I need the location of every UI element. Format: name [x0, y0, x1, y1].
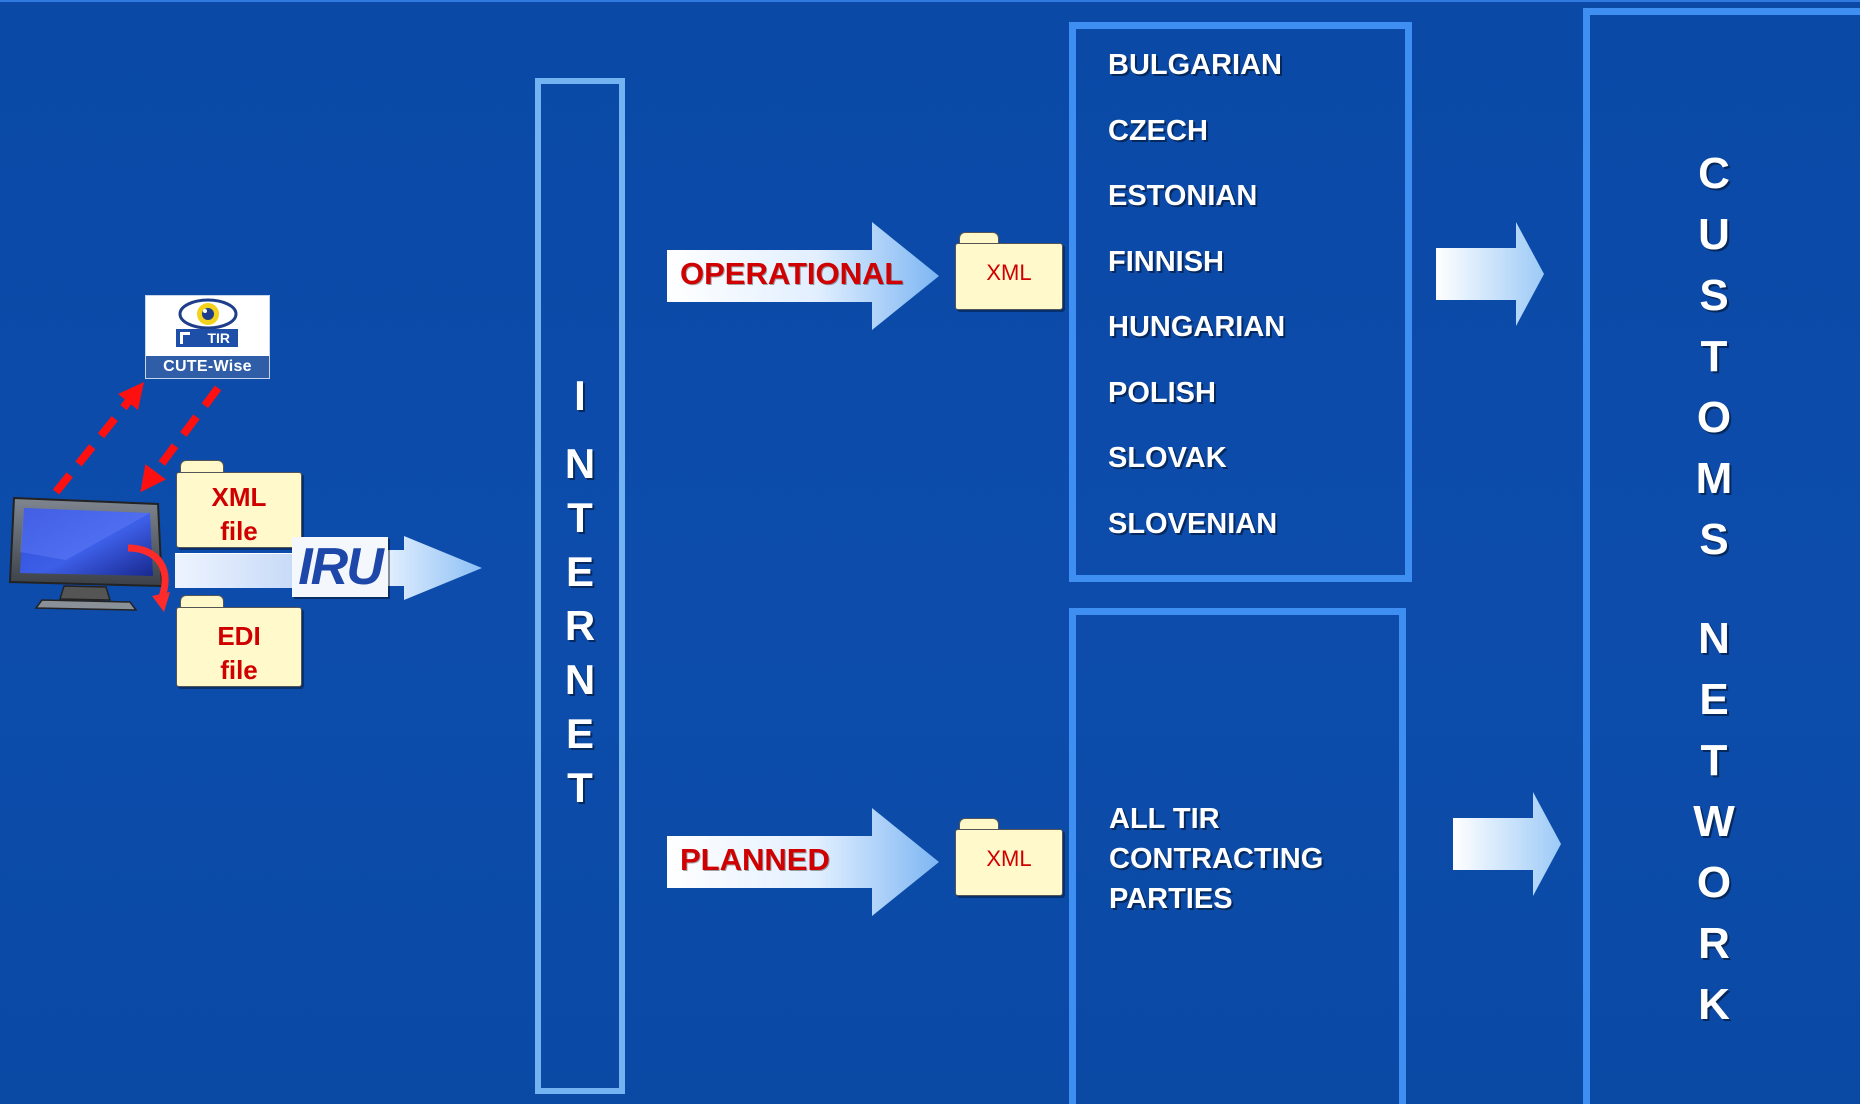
country-item: CZECH [1108, 114, 1208, 147]
planned-xml-folder: XML [955, 818, 1063, 896]
country-item: BULGARIAN [1108, 49, 1282, 81]
country-item: SLOVENIAN [1108, 507, 1278, 540]
country-item: ESTONIAN [1108, 180, 1258, 212]
customs-network-box: C U S T O M S N E T W O R K [1583, 8, 1860, 1104]
xml-file-folder: XML file [176, 460, 302, 548]
computer-monitor-icon [8, 496, 170, 612]
country-item: FINNISH [1108, 245, 1224, 278]
tir-label: TIR [207, 330, 230, 346]
tir-badge: TIR [176, 329, 238, 347]
edi-file-label: EDI file [217, 621, 261, 685]
country-item: HUNGARIAN [1108, 311, 1286, 343]
eye-icon [178, 298, 238, 330]
internet-column: I N T E R N E T [535, 78, 625, 1094]
customs-network-label: C U S T O M S N E T W O R K [1562, 143, 1860, 1035]
planned-label: PLANNED [680, 842, 830, 877]
word-gap [1562, 570, 1860, 608]
operational-xml-folder: XML [955, 232, 1063, 310]
internet-label: I N T E R N E T [564, 372, 596, 811]
to-customs-arrow-bottom [1453, 792, 1561, 896]
edi-file-folder: EDI file [176, 595, 302, 687]
planned-arrow [667, 808, 939, 916]
planned-xml-label: XML [986, 846, 1032, 871]
upload-dashed-arrow [52, 382, 144, 495]
operational-customs-box: BULGARIAN CZECH ESTONIAN FINNISH HUNGARI… [1069, 22, 1412, 582]
country-list: BULGARIAN CZECH ESTONIAN FINNISH HUNGARI… [1108, 47, 1285, 571]
iru-logo: IRU [292, 537, 388, 597]
cute-wise-connectors [52, 382, 222, 495]
operational-xml-label: XML [986, 260, 1032, 285]
to-customs-arrow-top [1436, 222, 1544, 326]
country-item: SLOVAK [1108, 442, 1227, 474]
operational-arrow [667, 222, 939, 330]
parties-label: ALL TIR CONTRACTING PARTIES [1109, 803, 1324, 915]
cute-wise-label: CUTE-Wise [146, 356, 269, 378]
xml-file-label: XML file [211, 482, 267, 546]
cute-wise-logo: TIR CUTE-Wise [145, 295, 270, 379]
download-dashed-arrow [140, 385, 222, 493]
operational-label: OPERATIONAL [680, 256, 904, 291]
top-border [0, 0, 1860, 2]
tir-mark-icon [180, 332, 190, 344]
planned-parties-box: ALL TIR CONTRACTING PARTIES [1069, 608, 1406, 1104]
upload-channel [175, 553, 295, 588]
country-item: POLISH [1108, 376, 1216, 409]
iru-to-internet-arrow [380, 536, 482, 600]
